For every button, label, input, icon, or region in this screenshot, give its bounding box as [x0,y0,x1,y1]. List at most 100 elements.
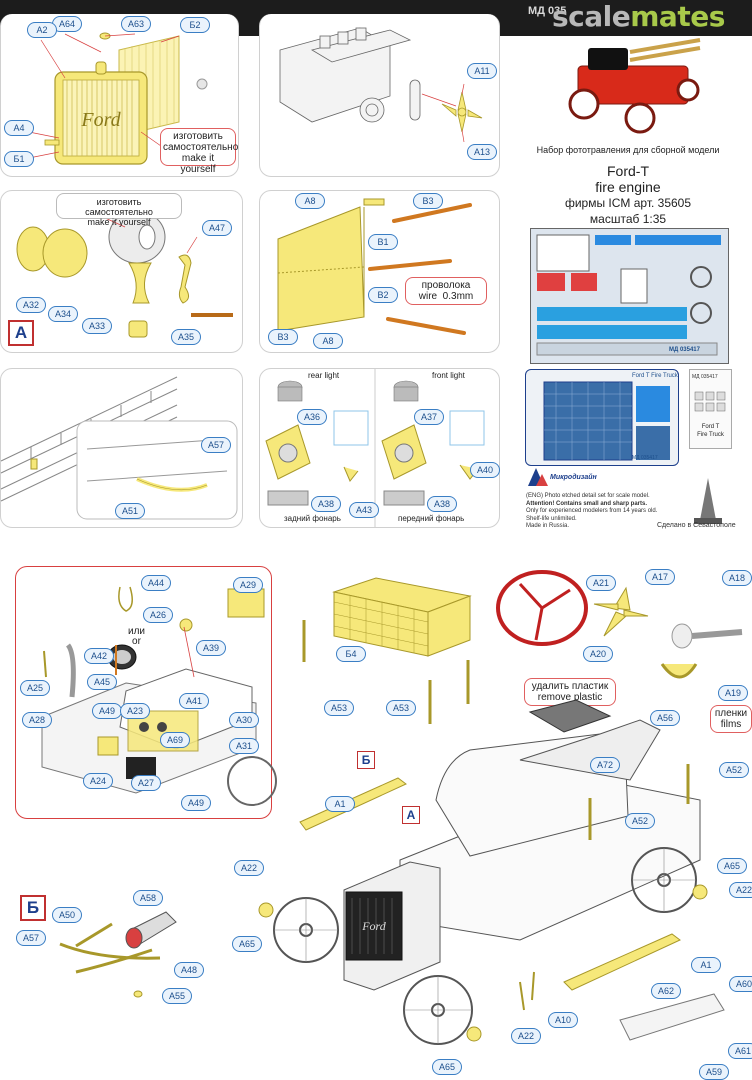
made-in-label: Сделано в Севастополе [657,522,736,529]
mini-code: МД 035417 [692,374,718,380]
eng-line-1: (ENG) Photo etched detail set for scale … [526,493,650,499]
note-wire-en: wire 0.3mm [408,291,484,302]
fret2-code: МД 035417 [632,455,658,461]
callout: A72 [590,757,620,773]
callout: A38 [427,496,457,512]
callout: A43 [349,502,379,518]
header-code: МД 035 [528,5,567,17]
fret1-code: МД 035417 [669,347,700,353]
radiator-drawing: Ford [28,32,208,165]
note-ru-2: самостоятельно [163,142,239,153]
callout: A65 [717,858,747,874]
kit-maker: фирмы ICM арт. 35605 [564,196,692,210]
callout: A45 [87,674,117,690]
callout: A1 [325,796,355,812]
note-en: make it yourself [180,153,216,175]
callout: A58 [133,890,163,906]
lights-drawing [265,369,485,527]
callout: A40 [470,462,500,478]
callout: A59 [699,1064,729,1080]
label-rear-light: rear light [308,371,340,380]
brand-part1: scale [552,0,631,33]
callout: A13 [467,144,497,160]
callout: A8 [313,333,343,349]
callout: A48 [174,962,204,978]
callout: A57 [16,930,46,946]
callout: A52 [625,813,655,829]
fret2-label: Ford T Fire Truck [632,373,678,379]
callout: A18 [722,570,752,586]
callout: A62 [651,983,681,999]
callout: A29 [233,577,263,593]
headlamp-drawing [16,206,233,338]
note-wire: проволока wire 0.3mm [405,277,487,305]
callout: A55 [162,988,192,1004]
callout: A22 [511,1028,541,1044]
callout: A22 [729,882,752,898]
fret2-parts [543,381,670,461]
note-films: пленки films [710,705,752,733]
callout: A2 [27,22,57,38]
callout: A53 [324,700,354,716]
callout: A49 [92,703,122,719]
mini-grid [694,391,726,412]
note-make-yourself: изготовить самостоятельно make it yourse… [160,128,239,175]
mini-label-2: Fire Truck [697,432,724,438]
callout: A28 [22,712,52,728]
note-remove-en: remove plastic [537,692,603,703]
callout: A65 [432,1059,462,1075]
callout: A23 [120,703,150,719]
callout: A30 [229,712,259,728]
callout: A49 [181,795,211,811]
callout: A19 [718,685,748,701]
section-letter-b: Б [20,895,46,921]
fret-sheet-1: МД 035417 [530,228,729,364]
fret-sheet-2: Ford T Fire Truck МД 035417 [525,369,679,466]
hood-drawing [277,198,472,335]
brand-part2: mates [630,0,725,33]
callout: A60 [729,976,752,992]
brand-logo: scalemates [552,0,725,33]
kit-scale: масштаб 1:35 [589,212,667,226]
callout: A27 [131,775,161,791]
callout: A69 [160,732,190,748]
eng-line-3: Only for experienced modelers from 14 ye… [526,508,658,514]
callout: A65 [232,936,262,952]
callout: A36 [297,409,327,425]
callout: A50 [52,907,82,923]
callout: B2 [368,287,398,303]
callout: Б4 [336,646,366,662]
svg-text:Ford: Ford [361,919,387,933]
kit-title-2: fire engine [595,179,661,195]
callout: A35 [171,329,201,345]
note-wire-size: 0.3mm [442,291,474,302]
callout: A1 [691,957,721,973]
kit-title-1: Ford-T [607,163,649,179]
callout: Б1 [4,151,34,167]
fret1-parts [536,234,721,356]
callout: A47 [202,220,232,236]
note-remove-plastic: удалить пластик remove plastic [524,678,616,706]
ladder-drawing [0,376,238,520]
label-rear-light-ru: задний фонарь [284,514,341,523]
callout: A17 [645,569,675,585]
callout: B3 [413,193,443,209]
svg-text:Ford: Ford [80,109,121,131]
callout: A57 [201,437,231,453]
engine-drawing [279,27,483,143]
callout: A26 [143,607,173,623]
panel-hood [259,190,500,353]
section-letter-a: А [8,320,34,346]
panel-engine [259,14,500,177]
eng-note: (ENG) Photo etched detail set for scale … [526,493,696,531]
eng-line-5: Made in Russia. [526,523,570,529]
eng-line-4: Shelf-life unlimited. [526,515,577,522]
callout: A31 [229,738,259,754]
label-or-ru: или [128,626,146,637]
section-marker-a: А [402,806,420,824]
callout: A53 [386,700,416,716]
callout: A61 [728,1043,752,1059]
callout: A63 [121,16,151,32]
note-make-yourself-2: изготовить самостоятельно make it yourse… [56,193,182,227]
note-ru-1: изготовить [173,131,223,142]
